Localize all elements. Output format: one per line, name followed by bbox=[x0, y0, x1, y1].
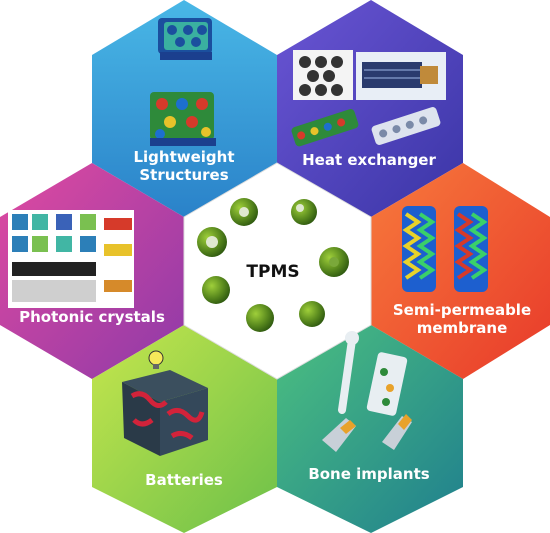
membrane-column-right bbox=[454, 206, 488, 292]
battery-cube-image bbox=[122, 370, 208, 456]
svg-text:membrane: membrane bbox=[417, 319, 508, 337]
heat-exchanger-tube-left bbox=[291, 109, 359, 147]
tpms-blob-7 bbox=[299, 301, 325, 327]
bone-implant-left-image bbox=[322, 418, 356, 452]
tpms-blob-3 bbox=[197, 227, 227, 257]
svg-text:Lightweight: Lightweight bbox=[133, 148, 234, 166]
heat-exchanger-tube-right bbox=[371, 107, 441, 145]
svg-text:Heat exchanger: Heat exchanger bbox=[302, 151, 436, 169]
label-batteries: Batteries bbox=[145, 471, 223, 489]
center-label-tpms: TPMS bbox=[246, 262, 299, 282]
label-lightweight: Lightweight Structures bbox=[133, 148, 234, 184]
heat-exchanger-lattice-image bbox=[293, 50, 353, 100]
photonic-crystals-figure bbox=[8, 210, 134, 308]
membrane-column-left bbox=[402, 206, 436, 292]
lightweight-lattice-bottom bbox=[150, 92, 216, 146]
tpms-blob-5 bbox=[202, 276, 230, 304]
tpms-blob-1 bbox=[230, 198, 258, 226]
svg-text:Photonic crystals: Photonic crystals bbox=[19, 308, 165, 326]
label-membrane: Semi-permeable membrane bbox=[393, 301, 531, 337]
heat-exchanger-flow-image bbox=[356, 52, 446, 100]
label-photonic: Photonic crystals bbox=[19, 308, 165, 326]
tpms-blob-2 bbox=[291, 199, 317, 225]
svg-text:Bone implants: Bone implants bbox=[308, 465, 429, 483]
hex-bone-shape bbox=[277, 325, 463, 533]
tpms-blob-4 bbox=[319, 247, 349, 277]
bone-femur-image bbox=[338, 331, 408, 416]
svg-text:Batteries: Batteries bbox=[145, 471, 223, 489]
svg-text:Semi-permeable: Semi-permeable bbox=[393, 301, 531, 319]
battery-lightbulb-icon bbox=[148, 350, 164, 369]
label-heat: Heat exchanger bbox=[302, 151, 436, 169]
tpms-blob-6 bbox=[246, 304, 274, 332]
svg-text:Structures: Structures bbox=[139, 166, 228, 184]
bone-implant-right-image bbox=[382, 414, 412, 450]
lightweight-lattice-top bbox=[158, 18, 212, 60]
hex-center-shape bbox=[183, 162, 372, 380]
label-bone: Bone implants bbox=[308, 465, 429, 483]
